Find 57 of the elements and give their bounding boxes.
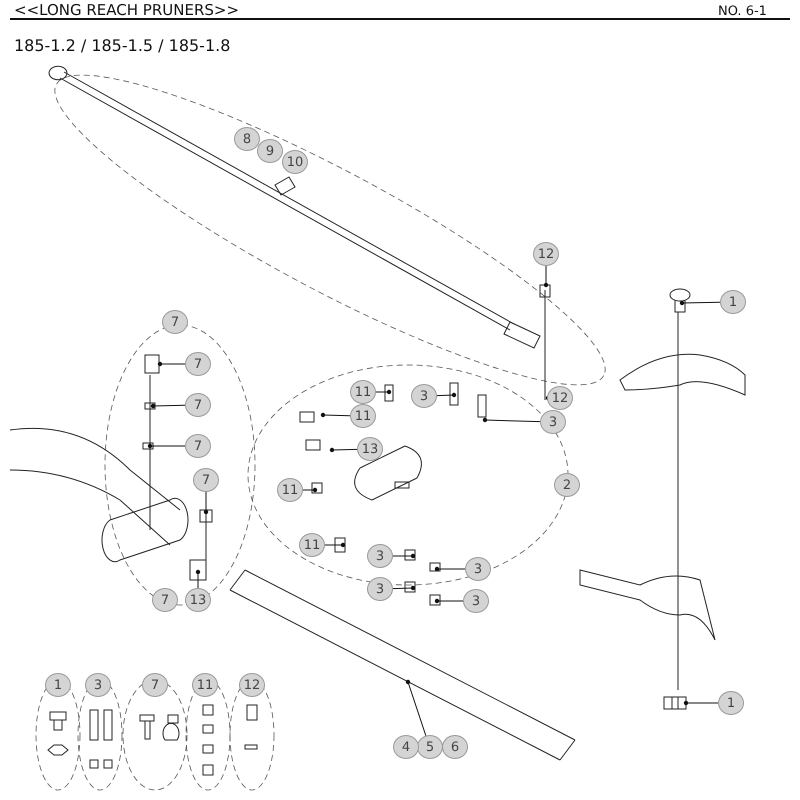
callout-number: 8: [234, 127, 260, 151]
callout-number: 5: [417, 735, 443, 759]
callout-number: 7: [162, 310, 188, 334]
leader-line: [330, 448, 358, 452]
callout-number: 4: [393, 735, 419, 759]
leader-line: [392, 554, 416, 558]
page-title: <<LONG REACH PRUNERS>>: [14, 1, 240, 19]
callout-number: 7: [193, 468, 219, 492]
callout-number: 3: [85, 673, 111, 697]
callout-number: 7: [142, 673, 168, 697]
callout-number: 11: [192, 673, 218, 697]
callout-number: 1: [45, 673, 71, 697]
callout-number: 3: [367, 544, 393, 568]
callout-number: 7: [185, 352, 211, 376]
leader-line: [544, 266, 548, 288]
callout-number: 3: [463, 589, 489, 613]
callout-number: 3: [465, 557, 491, 581]
callout-number: 12: [239, 673, 265, 697]
callout-number: 7: [152, 588, 178, 612]
leader-line: [158, 362, 186, 366]
callout-number: 2: [554, 473, 580, 497]
callout-number: 9: [257, 139, 283, 163]
callout-number: 12: [533, 242, 559, 266]
leader-line: [204, 492, 208, 514]
callout-number: 3: [367, 577, 393, 601]
callout-number: 1: [720, 290, 746, 314]
callout-number: 1: [718, 691, 744, 715]
leader-line: [684, 700, 718, 706]
model-numbers: 185-1.2 / 185-1.5 / 185-1.8: [14, 36, 230, 55]
callout-number: 11: [299, 533, 325, 557]
leader-line: [150, 404, 186, 408]
leader-line: [436, 392, 456, 398]
callout-number: 11: [277, 478, 303, 502]
leader-line: [406, 680, 426, 736]
leader-line: [320, 412, 350, 418]
callout-number: 13: [357, 437, 383, 461]
callout-number: 7: [185, 393, 211, 417]
leader-line: [302, 488, 318, 492]
callout-number: 3: [411, 384, 437, 408]
leader-line: [434, 598, 464, 604]
leader-line: [196, 570, 200, 588]
leader-line: [434, 566, 466, 572]
callout-number: 3: [540, 410, 566, 434]
leader-line: [376, 390, 392, 394]
leader-line: [482, 418, 540, 422]
callout-number: 10: [282, 150, 308, 174]
callout-number: 6: [442, 735, 468, 759]
callout-number: 13: [185, 588, 211, 612]
callout-number: 11: [350, 380, 376, 404]
leader-line: [148, 444, 186, 448]
leader-line: [324, 542, 346, 548]
callout-number: 11: [350, 404, 376, 428]
page-number: NO. 6-1: [718, 4, 767, 19]
leader-line: [680, 300, 720, 306]
callout-number: 12: [547, 386, 573, 410]
leader-line: [392, 586, 416, 590]
callout-number: 7: [185, 434, 211, 458]
